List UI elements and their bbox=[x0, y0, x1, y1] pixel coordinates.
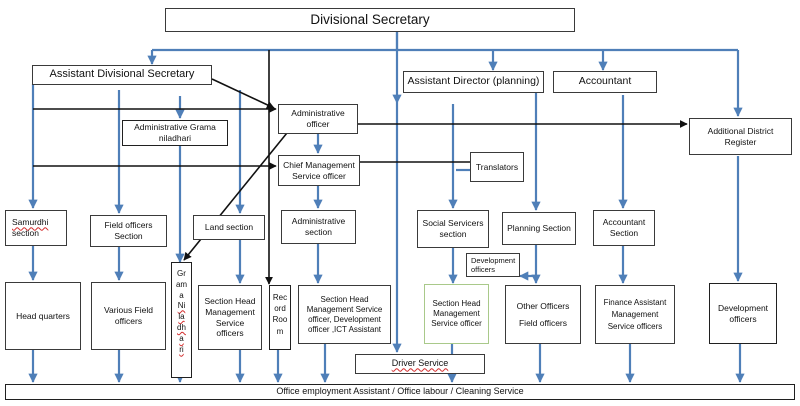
section-head-social-line3: Service officer bbox=[431, 319, 482, 328]
additional-district-register-box: Additional District Register bbox=[689, 118, 792, 155]
development-officers-small-line2: officers bbox=[471, 265, 496, 274]
section-head-land-box: Section Head Management Service officers bbox=[198, 285, 262, 350]
office-service-bar: Office employment Assistant / Office lab… bbox=[5, 384, 795, 400]
office-service-label: Office employment Assistant / Office lab… bbox=[276, 386, 524, 397]
head-quarters-box: Head quarters bbox=[5, 282, 81, 350]
field-officers-section-line2: Section bbox=[114, 231, 143, 241]
additional-district-line2: Register bbox=[724, 136, 757, 147]
driver-service-label: Driver Service bbox=[391, 358, 449, 369]
finance-assistant-line3: Service officers bbox=[607, 321, 663, 331]
land-section-label: Land section bbox=[204, 222, 254, 233]
additional-district-line1: Additional District bbox=[707, 125, 774, 136]
social-servicers-line2: section bbox=[439, 229, 467, 239]
planning-section-label: Planning Section bbox=[507, 223, 571, 234]
land-section-box: Land section bbox=[193, 215, 265, 240]
administrative-grama-niladhari-box: Administrative Grama niladhari bbox=[122, 120, 228, 146]
development-officers-line2: officers bbox=[729, 313, 757, 324]
finance-assistant-line2: Management bbox=[611, 309, 659, 319]
various-field-line2: officers bbox=[114, 316, 143, 326]
section-head-social-box: Section Head Management Service officer bbox=[424, 284, 489, 344]
translators-label: Translators bbox=[475, 161, 519, 172]
accountant-section-box: Accountant Section bbox=[593, 210, 655, 246]
head-quarters-label: Head quarters bbox=[16, 310, 70, 321]
translators-box: Translators bbox=[470, 152, 524, 182]
samurdhi-section-line1: Samurdhi bbox=[12, 217, 49, 228]
finance-assistant-box: Finance Assistant Management Service off… bbox=[595, 285, 675, 344]
grama-niladhari-part-1: Gr bbox=[177, 269, 186, 278]
other-officers-line2: Field officers bbox=[518, 317, 568, 328]
various-field-officers-box: Various Field officers bbox=[91, 282, 166, 350]
grama-niladhari-part-2: am bbox=[175, 279, 188, 289]
planning-section-box: Planning Section bbox=[502, 212, 576, 245]
section-head-land-line4: officers bbox=[216, 328, 244, 339]
record-room-part-2: ord bbox=[274, 304, 286, 314]
administrative-officer-line1: Administrative bbox=[291, 108, 345, 119]
record-room-part-1: Rec bbox=[272, 293, 288, 302]
section-head-admin-line1: Section Head bbox=[320, 294, 369, 304]
accountant-box: Accountant bbox=[553, 71, 657, 93]
administrative-officer-box: Administrative officer bbox=[278, 104, 358, 134]
driver-service-box: Driver Service bbox=[355, 354, 485, 374]
other-officers-box: Other Officers Field officers bbox=[505, 285, 581, 344]
grama-niladhari-part-3: a bbox=[179, 290, 184, 300]
accountant-section-line2: Section bbox=[609, 228, 639, 238]
samurdhi-section-line2: section bbox=[12, 228, 39, 238]
chief-management-line1: Chief Management bbox=[283, 159, 355, 170]
divisional-secretary-box: Divisional Secretary bbox=[165, 8, 575, 32]
grama-niladhari-part-5: la bbox=[178, 312, 185, 322]
section-head-land-line1: Section Head bbox=[204, 296, 256, 307]
assistant-divisional-secretary-label: Assistant Divisional Secretary bbox=[49, 68, 195, 81]
record-room-part-4: m bbox=[276, 326, 284, 336]
grama-niladhari-box: Gr am a Ni la dh a ri bbox=[171, 262, 192, 378]
administrative-grama-label-line2: niladhari bbox=[158, 133, 192, 143]
administrative-section-line1: Administrative bbox=[291, 216, 346, 227]
field-officers-section-box: Field officers Section bbox=[90, 215, 167, 247]
section-head-land-line2: Management bbox=[205, 306, 255, 317]
development-officers-line1: Development bbox=[717, 302, 769, 313]
section-head-social-line1: Section Head bbox=[432, 299, 481, 308]
various-field-line1: Various Field bbox=[104, 305, 153, 316]
development-officers-small-line1: Development bbox=[471, 255, 516, 265]
record-room-part-3: Roo bbox=[272, 315, 288, 325]
development-officers-small-box: Development officers bbox=[466, 253, 520, 277]
assistant-director-planning-label: Assistant Director (planning) bbox=[407, 75, 540, 88]
grama-niladhari-part-8: ri bbox=[179, 344, 184, 354]
administrative-section-line2: section bbox=[305, 227, 332, 237]
social-servicers-section-box: Social Servicers section bbox=[417, 210, 489, 248]
administrative-grama-label-line1: Administrative Grama bbox=[134, 122, 216, 133]
accountant-label: Accountant bbox=[578, 75, 632, 88]
assistant-director-planning-box: Assistant Director (planning) bbox=[403, 71, 544, 93]
other-officers-line1: Other Officers bbox=[516, 300, 570, 311]
accountant-section-line1: Accountant bbox=[602, 217, 646, 228]
section-head-social-line2: Management bbox=[433, 309, 480, 318]
section-head-admin-box: Section Head Management Service officer,… bbox=[298, 285, 391, 344]
administrative-section-box: Administrative section bbox=[281, 210, 356, 244]
section-head-admin-line2: Management Service bbox=[306, 304, 383, 314]
grama-niladhari-part-7: a bbox=[179, 333, 184, 343]
grama-niladhari-part-4: Ni bbox=[177, 301, 186, 311]
development-officers-box: Development officers bbox=[709, 283, 777, 344]
social-servicers-line1: Social Servicers bbox=[422, 218, 484, 229]
samurdhi-section-box: Samurdhi section bbox=[5, 210, 67, 246]
chief-management-service-officer-box: Chief Management Service officer bbox=[278, 155, 360, 186]
divisional-secretary-label: Divisional Secretary bbox=[310, 11, 430, 27]
finance-assistant-line1: Finance Assistant bbox=[603, 297, 667, 307]
assistant-divisional-secretary-box: Assistant Divisional Secretary bbox=[32, 65, 212, 85]
field-officers-section-line1: Field officers bbox=[104, 220, 153, 231]
section-head-admin-line3: officer, Development bbox=[308, 314, 381, 324]
chief-management-line2: Service officer bbox=[292, 170, 346, 181]
section-head-admin-line4: officer ,ICT Assistant bbox=[307, 324, 382, 334]
grama-niladhari-part-6: dh bbox=[177, 322, 186, 332]
administrative-officer-line2: officer bbox=[306, 119, 330, 129]
section-head-land-line3: Service bbox=[215, 317, 245, 328]
record-room-box: Rec ord Roo m bbox=[269, 285, 291, 350]
